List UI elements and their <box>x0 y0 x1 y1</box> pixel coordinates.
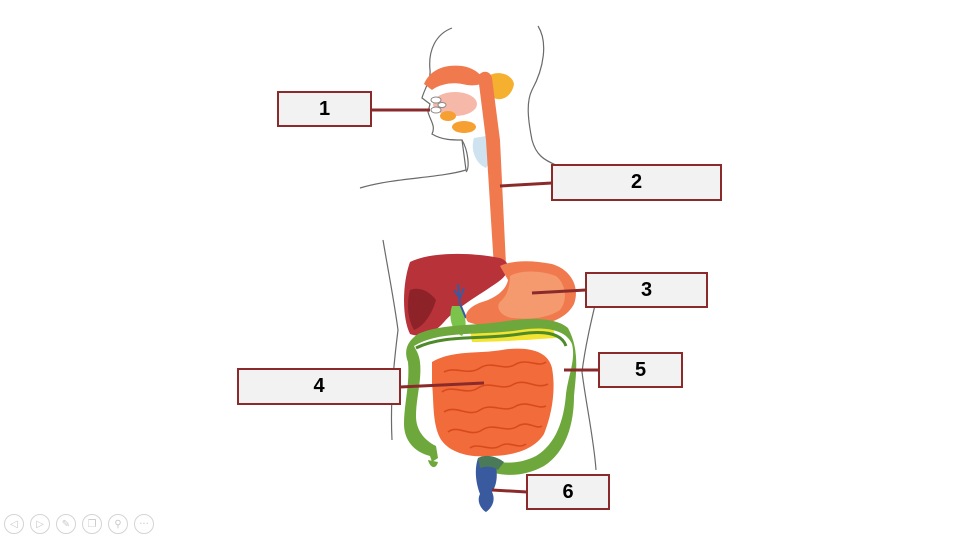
rectum <box>475 458 497 512</box>
esophagus <box>478 71 506 269</box>
liver <box>404 253 509 336</box>
label-box-5[interactable]: 5 <box>598 352 683 388</box>
small-intestine <box>432 348 554 457</box>
label-box-1[interactable]: 1 <box>277 91 372 127</box>
label-box-3[interactable]: 3 <box>585 272 708 308</box>
next-icon[interactable]: ▷ <box>30 514 50 534</box>
pen-icon[interactable]: ✎ <box>56 514 76 534</box>
label-box-6[interactable]: 6 <box>526 474 610 510</box>
zoom-icon[interactable]: ⚲ <box>108 514 128 534</box>
label-box-2[interactable]: 2 <box>551 164 722 201</box>
head-organs <box>424 65 514 168</box>
slides-icon[interactable]: ❐ <box>82 514 102 534</box>
leader-line-6 <box>491 488 528 494</box>
previous-icon[interactable]: ◁ <box>4 514 24 534</box>
leader-line-3 <box>531 288 587 295</box>
leader-lines <box>372 108 599 494</box>
large-intestine <box>404 318 577 475</box>
slideshow-toolbar: ◁ ▷ ✎ ❐ ⚲ ··· <box>4 514 154 534</box>
leader-line-4 <box>399 381 485 389</box>
leader-line-2 <box>499 181 553 188</box>
label-box-4[interactable]: 4 <box>237 368 401 405</box>
more-icon[interactable]: ··· <box>134 514 154 534</box>
